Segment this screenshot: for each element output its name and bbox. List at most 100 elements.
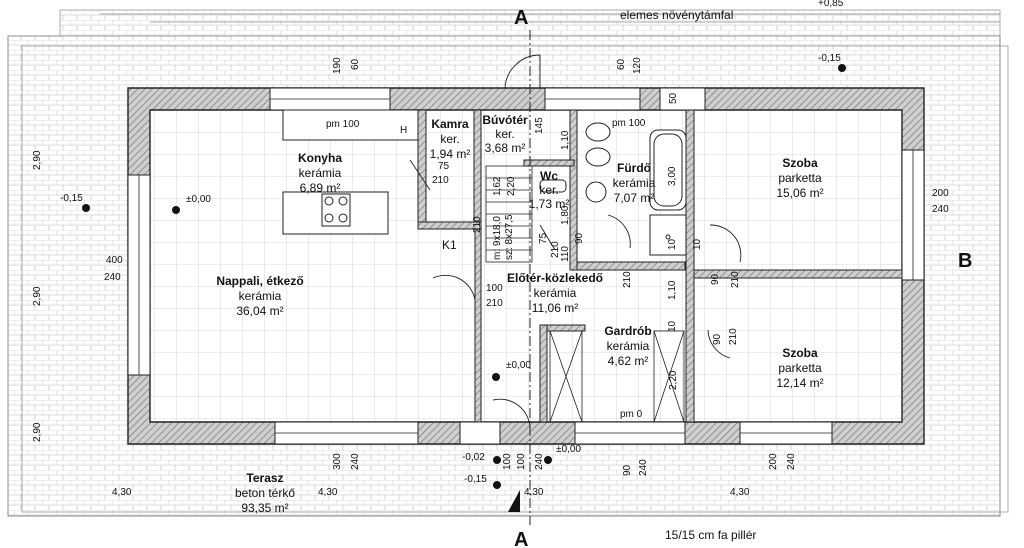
room-name: Konyha [298,151,342,165]
svg-text:1,10: 1,10 [667,280,678,300]
room-name: Gardrób [604,324,651,338]
pillar-label: 15/15 cm fa pillér [665,528,756,542]
room-name: Szoba [782,156,818,170]
room-label-szoba1: Szoba parketta 15,06 m² [776,156,823,200]
svg-text:50: 50 [668,92,679,104]
room-area: 11,06 m² [532,301,578,315]
svg-text:240: 240 [786,453,797,470]
svg-text:200: 200 [768,453,779,470]
level-marker-text: -0,15 [60,193,83,204]
room-name: Szoba [782,346,818,360]
room-name: Előtér-közlekedő [507,271,603,285]
room-material: kerámia [613,176,656,190]
room-label-szoba2: Szoba parketta 12,14 m² [776,346,823,390]
svg-text:240: 240 [638,459,649,476]
level-markers: ±0,00 ±0,00 ±0,00 -0,15 -0,15 -0,15 -0,0… [60,0,846,489]
pm-zero: pm 0 [620,409,643,420]
svg-text:240: 240 [932,204,949,215]
level-marker-text: ±0,00 [186,194,211,205]
room-area: 15,06 m² [776,186,823,200]
svg-text:240: 240 [104,272,121,283]
room-material: kerámia [534,286,577,300]
svg-text:300: 300 [332,453,343,470]
door-swings [409,54,742,431]
level-marker-text: -0,15 [818,53,841,64]
interior-floor [128,88,924,444]
svg-text:1,10: 1,10 [560,130,571,150]
room-label-kamra: Kamra ker. 1,94 m² [430,117,471,161]
dimension-labels: 190 60 60 120 50 145 1,10 75 210 1,62 2,… [32,57,949,498]
svg-text:190: 190 [332,57,343,74]
room-area: 1,94 m² [430,147,471,161]
svg-text:10: 10 [667,320,678,332]
svg-text:240: 240 [534,453,545,470]
room-area: 7,07 m² [614,191,655,205]
svg-text:3,00: 3,00 [667,166,678,186]
room-label-eloter: Előtér-közlekedő kerámia 11,06 m² [507,271,603,315]
svg-text:2,90: 2,90 [32,422,43,442]
stair-size: sz: 8x27,5 [504,214,515,260]
room-label-furdo: Fürdő kerámia 7,07 m² [613,161,656,205]
level-marker-text: -0,15 [464,474,487,485]
room-area: 1,73 m² [529,197,570,211]
svg-text:2,90: 2,90 [32,286,43,306]
svg-text:100: 100 [486,283,503,294]
svg-text:210: 210 [728,328,739,345]
svg-text:10: 10 [667,238,678,250]
svg-text:2,20: 2,20 [668,370,679,390]
room-area: 36,04 m² [236,304,283,318]
section-b-label: B [958,250,972,272]
level-marker-text: ±0,00 [506,360,531,371]
svg-text:100: 100 [502,453,513,470]
room-label-gardrob: Gardrób kerámia 4,62 m² [604,324,651,368]
room-material: ker. [440,132,459,146]
attic-stairs [485,165,533,263]
room-name: Wc [540,169,558,183]
svg-text:145: 145 [534,117,545,134]
svg-text:2,20: 2,20 [506,176,517,196]
room-material: ker. [539,183,558,197]
room-material: kerámia [299,166,342,180]
room-label-konyha: Konyha kerámia 6,89 m² [298,151,342,195]
svg-text:10: 10 [692,238,703,250]
svg-text:110: 110 [560,246,571,262]
level-marker-text: -0,02 [462,452,485,463]
interior-walls [417,109,903,423]
level-marker-text: ±0,00 [556,444,581,455]
room-material: ker. [495,127,514,141]
planter-label: elemes növénytámfal [620,8,733,22]
svg-text:120: 120 [632,57,643,74]
svg-text:100: 100 [516,453,527,470]
room-area: 93,35 m² [241,501,288,515]
room-label-nappali: Nappali, étkező kerámia 36,04 m² [216,274,303,318]
svg-text:2,90: 2,90 [32,150,43,170]
room-material: kerámia [607,339,650,353]
pm-bath: pm 100 [612,118,646,129]
svg-text:210: 210 [472,216,483,233]
section-a-top: A [514,7,528,29]
svg-text:90: 90 [622,464,633,476]
svg-text:90: 90 [574,232,585,244]
svg-text:4,30: 4,30 [730,487,750,498]
room-material: parketta [778,361,822,375]
svg-text:H: H [400,125,407,136]
svg-text:4,30: 4,30 [524,487,544,498]
section-a-bottom: A [514,529,528,548]
bathroom-fixtures [539,122,687,256]
svg-text:60: 60 [616,58,627,70]
svg-text:1,62: 1,62 [492,176,503,196]
room-name: Terasz [246,471,283,485]
pm-kitchen: pm 100 [326,119,360,130]
svg-text:210: 210 [550,241,561,258]
svg-text:60: 60 [350,58,361,70]
stair-count: m: 9x18,0 [492,216,503,260]
svg-text:200: 200 [932,188,949,199]
room-label-buvoter: Búvótér ker. 3,68 m² [482,113,528,155]
room-name: Kamra [431,117,469,131]
svg-text:90: 90 [712,333,723,345]
svg-text:75: 75 [438,161,450,172]
exterior-walls [127,87,925,445]
room-area: 6,89 m² [300,181,341,195]
svg-text:4,30: 4,30 [318,487,338,498]
